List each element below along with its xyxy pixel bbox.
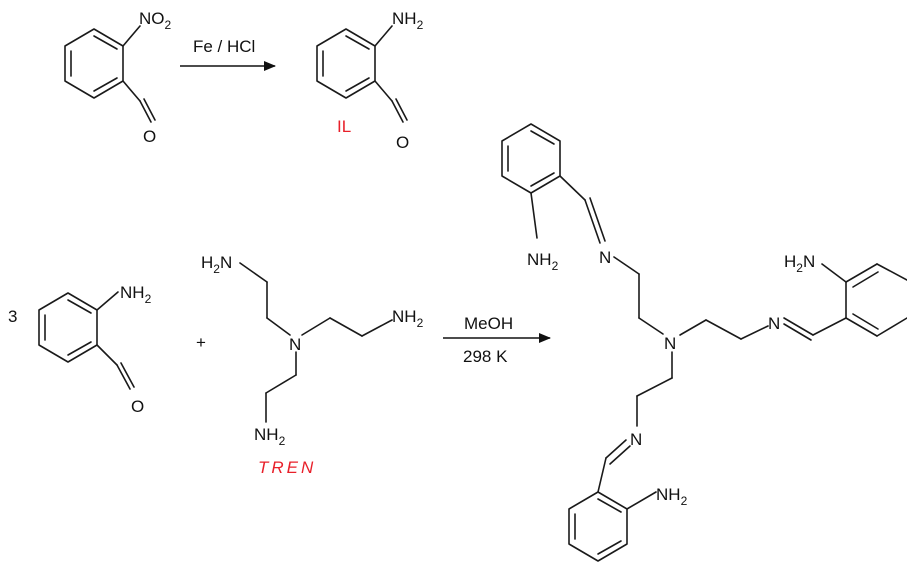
- amine-label: NH2: [392, 9, 424, 32]
- benzene-ring: [38, 292, 98, 363]
- reaction-arrow-1: Fe / HCl: [180, 37, 276, 71]
- imine-bond-right: [783, 317, 847, 341]
- molecule-product: NH2 N N N: [501, 123, 907, 562]
- molecule-2-aminobenzaldehyde-reactant: NH2 O: [38, 283, 152, 416]
- oxygen-label: O: [143, 127, 156, 146]
- condition-temperature: 298 K: [463, 347, 508, 366]
- condition-solvent: MeOH: [464, 314, 513, 333]
- tren-chain-bonds: [239, 262, 393, 423]
- molecule-2-aminobenzaldehyde: NH2 O IL: [316, 9, 424, 152]
- amine-label-upper-left: NH2: [527, 250, 559, 273]
- imine-nitrogen: N: [630, 430, 642, 449]
- aldehyde-group: [96, 344, 135, 390]
- amine-label-right: NH2: [392, 307, 424, 330]
- oxygen-label: O: [131, 397, 144, 416]
- amine-label: NH2: [120, 283, 152, 306]
- benzene-ring: [316, 28, 376, 99]
- bond-to-amine: [821, 263, 847, 283]
- plus-sign: +: [196, 333, 206, 352]
- aromatic-inner-bonds: [322, 35, 370, 92]
- ethylene-chain-lower: [636, 351, 673, 427]
- compound-label-il: IL: [337, 117, 351, 136]
- amine-label-top: H2N: [201, 253, 232, 276]
- benzene-ring-lower: [568, 491, 628, 562]
- amine-label-lower: NH2: [656, 485, 688, 508]
- reaction-arrow-2: MeOH 298 K: [443, 314, 551, 366]
- benzene-ring-right-partial: [845, 263, 907, 337]
- stoichiometric-coefficient: 3: [8, 307, 17, 326]
- central-nitrogen: N: [664, 334, 676, 353]
- benzene-ring: [64, 28, 124, 99]
- ethylene-chain-right: [679, 319, 769, 340]
- molecule-2-nitrobenzaldehyde: NO2 O: [64, 9, 172, 146]
- aromatic-inner-bonds: [574, 498, 622, 555]
- imine-nitrogen: N: [768, 314, 780, 333]
- imine-bond-upper-left: [559, 175, 606, 244]
- bond-to-amine: [530, 192, 538, 239]
- molecule-tren: H2N N NH2 NH2 TREN: [201, 253, 424, 477]
- amine-label-right: H2N: [784, 252, 815, 275]
- imine-nitrogen: N: [599, 248, 611, 267]
- ethylene-chain-upper: [613, 256, 664, 335]
- aromatic-inner-bonds: [507, 130, 555, 187]
- benzene-ring-upper-left: [501, 123, 561, 194]
- nitro-group-label: NO2: [139, 9, 172, 32]
- central-nitrogen: N: [289, 335, 301, 354]
- aldehyde-group: [122, 80, 156, 123]
- imine-bond-lower: [597, 439, 631, 493]
- bond-to-amine: [374, 25, 393, 47]
- oxygen-label: O: [396, 133, 409, 152]
- aromatic-inner-bonds: [70, 35, 118, 92]
- compound-label-tren: TREN: [258, 458, 316, 477]
- bond-to-amine: [96, 291, 119, 311]
- aromatic-inner-bonds: [44, 299, 92, 356]
- bond-to-nitro: [122, 25, 141, 47]
- bond-to-amine: [626, 491, 657, 510]
- amine-label-bottom: NH2: [254, 425, 286, 448]
- aldehyde-group: [374, 80, 408, 123]
- reagent-fe-hcl: Fe / HCl: [193, 37, 255, 56]
